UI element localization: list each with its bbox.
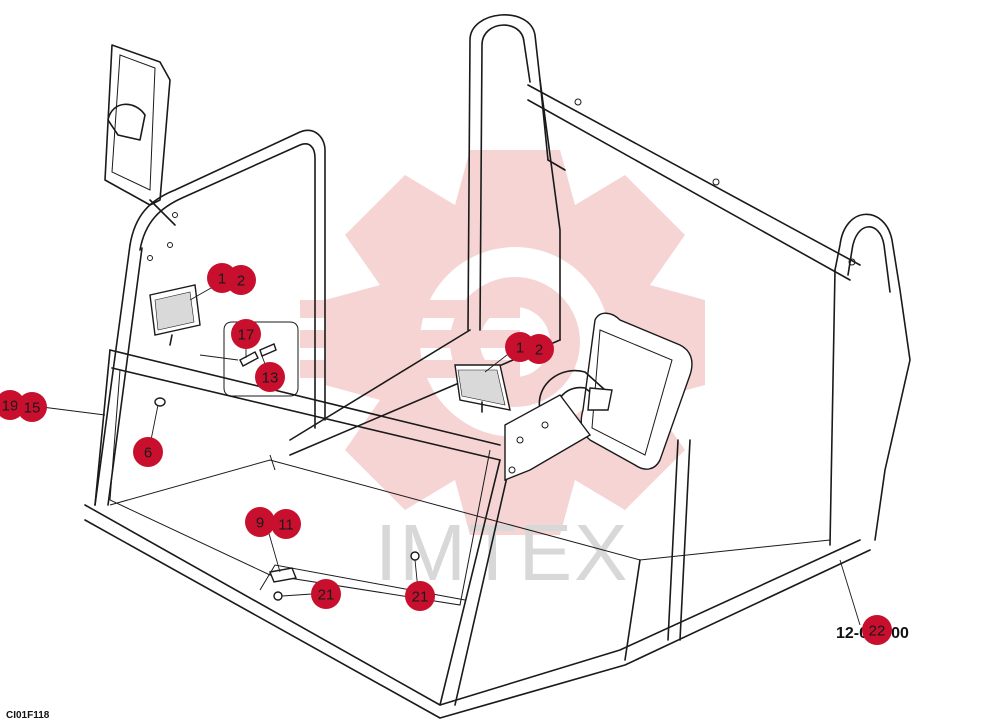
callout-22: 22 (862, 615, 892, 645)
svg-text:13: 13 (262, 370, 279, 387)
svg-text:21: 21 (318, 587, 335, 604)
callout-21a: 21 (311, 579, 341, 609)
figure-code: CI01F118 (6, 710, 50, 721)
svg-text:6: 6 (144, 445, 152, 462)
left-mirror (104, 44, 176, 226)
connector-detail-inset (199, 321, 299, 397)
callout-9: 9 (245, 507, 275, 537)
svg-text:22: 22 (869, 623, 886, 640)
cab-frame (84, 14, 911, 719)
svg-text:1: 1 (218, 271, 226, 288)
svg-text:11: 11 (278, 517, 294, 534)
svg-text:2: 2 (237, 273, 245, 290)
left-work-light (149, 284, 201, 346)
callout-11: 11 (271, 509, 301, 539)
callout-21b: 21 (405, 581, 435, 611)
svg-text:21: 21 (412, 589, 429, 606)
svg-text:17: 17 (238, 327, 255, 344)
hardware-parts (154, 397, 420, 601)
callout-15: 15 (17, 392, 47, 422)
svg-text:19: 19 (2, 398, 19, 415)
callout-6: 6 (133, 437, 163, 467)
svg-text:2: 2 (535, 342, 543, 359)
right-work-light (454, 364, 511, 413)
callout-13: 13 (255, 362, 285, 392)
svg-text:15: 15 (24, 400, 41, 417)
right-mirror (504, 312, 693, 482)
svg-text:1: 1 (516, 340, 524, 357)
callout-2b: 2 (524, 334, 554, 364)
svg-text:9: 9 (256, 515, 264, 532)
callout-2a: 2 (226, 265, 256, 295)
front-lower-panel (109, 369, 491, 606)
callout-17: 17 (231, 319, 261, 349)
